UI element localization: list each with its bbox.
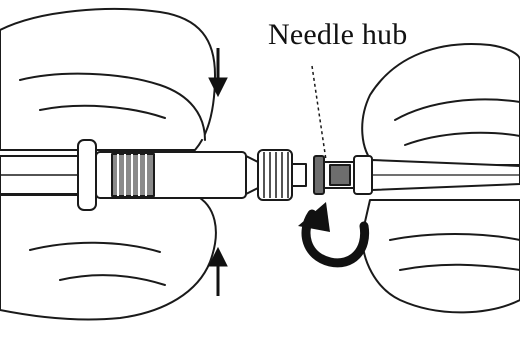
- barrel-tip: [246, 156, 258, 194]
- rotate-clockwise-arrow-icon: [298, 202, 365, 263]
- syringe-flange: [78, 140, 96, 210]
- luer-tip: [292, 164, 306, 186]
- needle-hub-collar: [354, 156, 372, 194]
- needle-hub-flange: [314, 156, 324, 194]
- needle-hub-label: Needle hub: [268, 18, 407, 52]
- luer-lock-collar: [258, 150, 292, 200]
- needle-hub-leader-line: [312, 66, 326, 160]
